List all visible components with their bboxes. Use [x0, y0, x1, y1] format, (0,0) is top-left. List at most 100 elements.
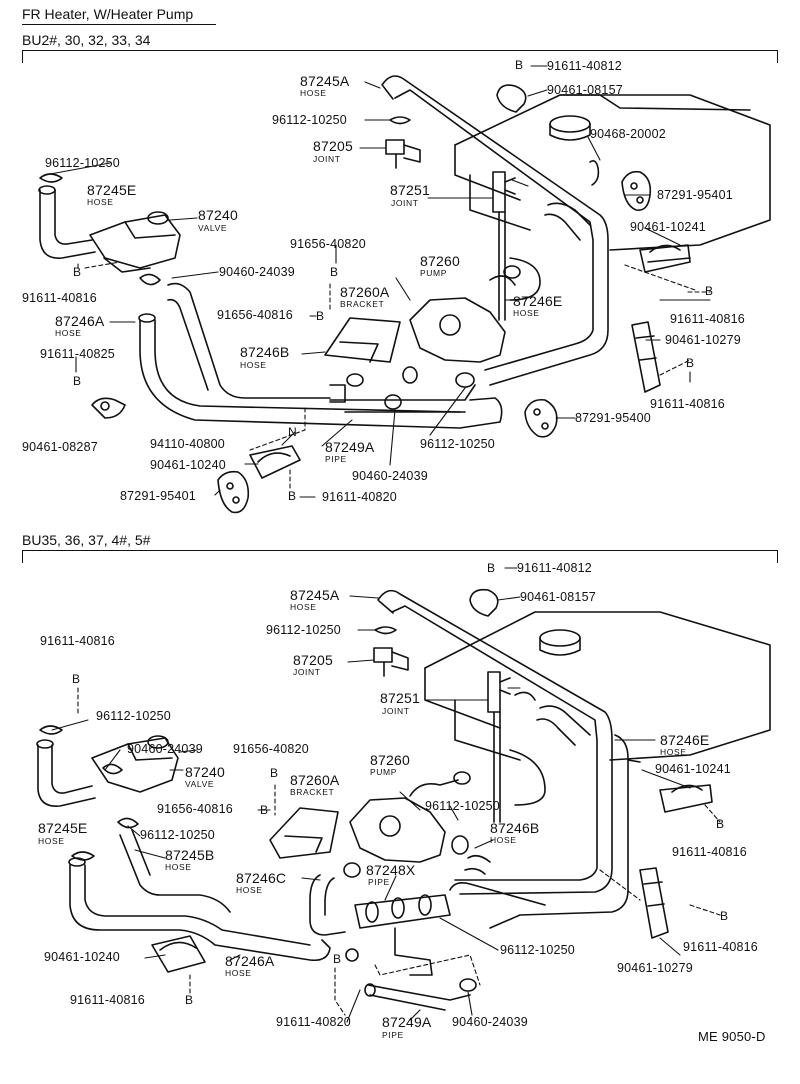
clamp-90461-10279-1 — [631, 321, 661, 393]
callout-91611-40816: 91611-40816 — [670, 312, 745, 326]
callout-91611-40816: 91611-40816 — [672, 845, 747, 859]
hose-87246b-2 — [449, 854, 546, 906]
callout-91611-40825: 91611-40825 — [40, 347, 115, 361]
callout-96112-10250: 96112-10250 — [140, 828, 215, 842]
callout-87246e: 87246E — [513, 293, 563, 309]
callout-desc-hose: HOSE — [240, 360, 267, 370]
callout-87245b: 87245B — [165, 847, 215, 863]
diagram-code: ME 9050-D — [698, 1029, 766, 1044]
callout-87249a: 87249A — [325, 439, 375, 455]
callout-87251: 87251 — [380, 690, 420, 706]
clamp-90461-10240-2 — [151, 935, 206, 973]
callout-87245e: 87245E — [38, 820, 88, 836]
callout-90461-10279: 90461-10279 — [665, 333, 741, 347]
callout-desc-joint: JOINT — [313, 154, 341, 164]
symbol-b: B — [330, 265, 339, 279]
clip-96112-10250-top-1 — [389, 116, 411, 125]
grommet-87291-95400-1 — [524, 398, 558, 438]
symbol-b: B — [515, 58, 524, 72]
symbol-b: B — [185, 993, 194, 1007]
clamp-90461-10241-1 — [639, 244, 691, 273]
callout-94110-40800: 94110-40800 — [150, 437, 225, 451]
hose-87245e-2 — [36, 739, 96, 807]
callout-90460-24039: 90460-24039 — [127, 742, 203, 756]
callout-87251: 87251 — [390, 182, 430, 198]
callout-87245e: 87245E — [87, 182, 137, 198]
callout-90461-10279: 90461-10279 — [617, 961, 693, 975]
callout-desc-hose: HOSE — [236, 885, 263, 895]
symbol-b: B — [73, 374, 82, 388]
joint-87205-1 — [385, 139, 421, 169]
callout-desc-hose: HOSE — [225, 968, 252, 978]
callout-96112-10250: 96112-10250 — [45, 156, 120, 170]
joint-87251-1 — [492, 171, 516, 321]
callout-desc-hose: HOSE — [300, 88, 327, 98]
callout-desc-hose: HOSE — [490, 835, 517, 845]
callout-91656-40816: 91656-40816 — [157, 802, 233, 816]
callout-87246c: 87246C — [236, 870, 287, 886]
callout-87245a: 87245A — [290, 587, 340, 603]
callout-96112-10250: 96112-10250 — [272, 113, 347, 127]
callout-90460-24039: 90460-24039 — [452, 1015, 528, 1029]
callout-desc-pipe: PIPE — [382, 1030, 404, 1040]
section-heading-2: BU35, 36, 37, 4#, 5# — [22, 532, 151, 548]
callout-desc-joint: JOINT — [382, 706, 410, 716]
callout-87205: 87205 — [313, 138, 353, 154]
symbol-b: B — [316, 309, 325, 323]
callout-87246a: 87246A — [55, 313, 105, 329]
hose-87246a-2 — [68, 857, 331, 962]
callout-87291-95401: 87291-95401 — [120, 489, 196, 503]
grommet-87291-95401-1 — [621, 170, 652, 212]
symbol-b: B — [705, 284, 714, 298]
callout-87260: 87260 — [420, 253, 460, 269]
callout-91611-40816: 91611-40816 — [650, 397, 725, 411]
valve-87240-1 — [89, 211, 181, 273]
callout-desc-bracket: BRACKET — [290, 787, 335, 797]
hose-87246e-2 — [489, 705, 641, 929]
callout-87260a: 87260A — [340, 284, 390, 300]
symbol-b: B — [716, 817, 725, 831]
hose-87245a-1 — [381, 75, 609, 386]
callout-90468-20002: 90468-20002 — [590, 127, 666, 141]
callout-87245a: 87245A — [300, 73, 350, 89]
callout-desc-hose: HOSE — [513, 308, 540, 318]
grommet-87291-95401b-1 — [217, 470, 250, 514]
hose-87246e-1 — [544, 202, 591, 241]
symbol-b: B — [686, 356, 695, 370]
callout-desc-hose: HOSE — [55, 328, 82, 338]
callout-90461-10241: 90461-10241 — [655, 762, 731, 776]
callout-91656-40820: 91656-40820 — [290, 237, 366, 251]
callout-91656-40820: 91656-40820 — [233, 742, 309, 756]
callout-desc-hose: HOSE — [290, 602, 317, 612]
engine-block-1 — [454, 94, 771, 301]
symbol-b: B — [73, 265, 82, 279]
callout-87246b: 87246B — [490, 820, 540, 836]
pump-87260-2 — [349, 771, 471, 863]
hose-87245a-2 — [377, 589, 613, 895]
callout-91611-40812: 91611-40812 — [547, 59, 622, 73]
callout-desc-pump: PUMP — [370, 767, 397, 777]
clip-96112-10250-top-2 — [374, 626, 397, 635]
callout-96112-10250: 96112-10250 — [96, 709, 171, 723]
callout-90461-10241: 90461-10241 — [630, 220, 706, 234]
joint-87205-2 — [373, 647, 409, 677]
symbol-b: B — [270, 766, 279, 780]
pipe-87248x-2 — [354, 894, 451, 976]
symbol-b: B — [487, 561, 496, 575]
callout-87205: 87205 — [293, 652, 333, 668]
callout-90461-08157: 90461-08157 — [547, 83, 623, 97]
callout-desc-valve: VALVE — [198, 223, 228, 233]
hose-87246c-2 — [309, 874, 346, 936]
callout-91656-40816: 91656-40816 — [217, 308, 293, 322]
callout-96112-10250: 96112-10250 — [420, 437, 495, 451]
clamp-90461-08157-1 — [496, 84, 527, 113]
callout-90460-24039: 90460-24039 — [219, 265, 295, 279]
symbol-b: B — [260, 803, 269, 817]
pump-87260-1 — [409, 265, 521, 363]
callout-desc-hose: HOSE — [165, 862, 192, 872]
hose-87246b-1 — [167, 282, 346, 403]
callout-desc-joint: JOINT — [293, 667, 321, 677]
callout-87249a: 87249A — [382, 1014, 432, 1030]
callout-96112-10250: 96112-10250 — [425, 799, 500, 813]
callout-87260: 87260 — [370, 752, 410, 768]
